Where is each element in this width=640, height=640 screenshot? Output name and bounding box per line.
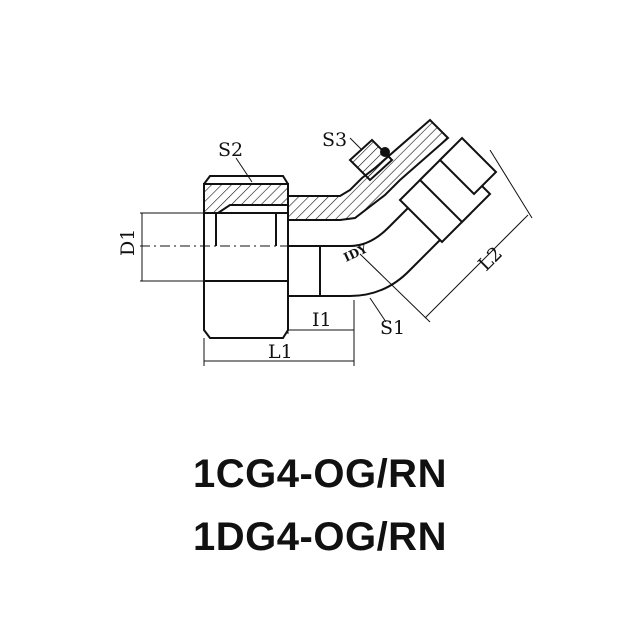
part-number-2: 1DG4-OG/RN [193,515,447,559]
nut-s2 [203,175,289,339]
label-d1: D1 [117,229,139,256]
label-l1: L1 [268,341,293,363]
label-l2: L2 [474,243,507,276]
label-s2: S2 [218,139,243,161]
part-number-1: 1CG4-OG/RN [193,452,447,496]
label-i1: I1 [312,309,332,331]
label-s3: S3 [322,129,347,151]
brand-mark: IDY [341,241,370,264]
body [287,118,450,221]
label-s1: S1 [380,317,405,339]
